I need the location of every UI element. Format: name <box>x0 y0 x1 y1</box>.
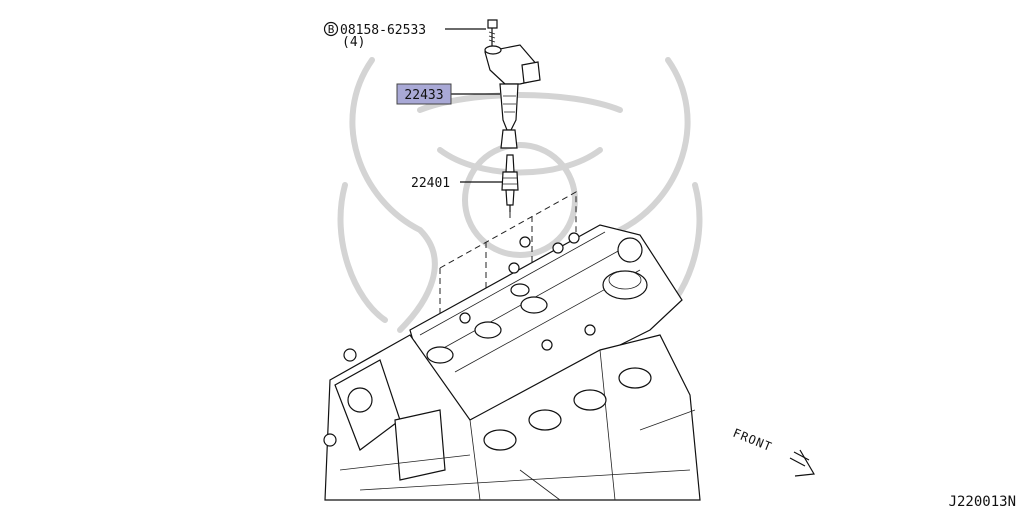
ignition-coil-highlight-box <box>396 83 452 105</box>
front-label: FRONT <box>731 426 774 454</box>
bolt-callout-symbol: B <box>328 23 335 36</box>
bolt-callout: B 08158-62533 (4) <box>323 21 426 50</box>
front-arrow-icon <box>789 449 815 477</box>
spark-plug-part-number: 22401 <box>411 176 450 191</box>
front-direction-indicator: FRONT <box>731 426 815 477</box>
spark-plug-part <box>501 154 519 212</box>
ignition-coil-part-number[interactable]: 22433 <box>404 88 443 103</box>
leader-lines <box>445 28 502 183</box>
installation-guide-lines <box>439 160 577 350</box>
bolt-quantity: (4) <box>342 35 365 50</box>
engine-cylinder-head <box>323 224 701 501</box>
figure-code: J220013N <box>949 494 1016 510</box>
bolt-part <box>487 19 498 46</box>
ignition-coil-callout[interactable]: 22433 <box>396 83 452 105</box>
bolt-part-number: 08158-62533 <box>340 23 426 38</box>
spark-plug-callout: 22401 <box>411 176 450 191</box>
ignition-coil-part <box>484 44 541 149</box>
